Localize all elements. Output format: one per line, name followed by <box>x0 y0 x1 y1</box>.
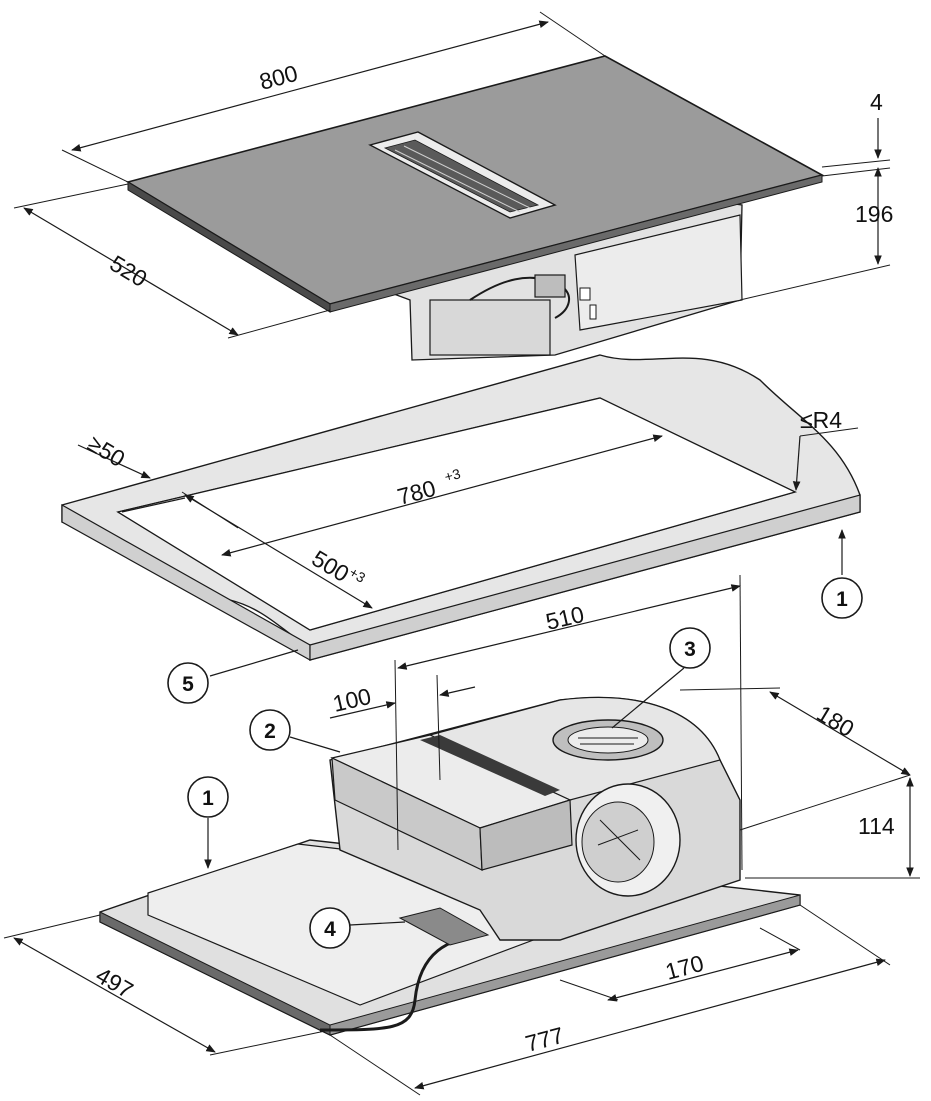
dim-800: 800 <box>257 60 301 95</box>
dim-170: 170 <box>663 950 707 985</box>
svg-text:4: 4 <box>324 918 336 941</box>
dim-line-777 <box>414 958 886 1090</box>
dim-100: 100 <box>330 683 373 717</box>
callout-5 <box>167 662 209 704</box>
dim-line-800 <box>71 20 549 152</box>
dim-780-tol: +3 <box>443 465 463 485</box>
hob-unit <box>125 55 825 361</box>
callout-1-top <box>821 577 863 619</box>
dim-777: 777 <box>523 1022 567 1057</box>
hob-connector <box>534 274 566 298</box>
svg-text:3: 3 <box>684 638 696 661</box>
dim-114: 114 <box>858 813 895 839</box>
svg-text:5: 5 <box>182 673 194 696</box>
fan-assembly <box>99 696 801 1036</box>
cable-strip <box>398 907 490 946</box>
callout-1-bottom <box>187 776 229 818</box>
dim-4: 4 <box>870 89 883 115</box>
svg-text:2: 2 <box>264 720 276 743</box>
callout-4 <box>309 907 351 949</box>
callout-3 <box>669 627 711 669</box>
dim-196: 196 <box>855 201 893 227</box>
dim-line-500 <box>184 494 373 609</box>
callout-2 <box>249 709 291 751</box>
callouts: 1 5 3 2 1 4 <box>167 529 863 949</box>
dim-497: 497 <box>92 962 138 1004</box>
dim-510: 510 <box>543 601 586 635</box>
dim-180: 180 <box>812 700 858 742</box>
dim-520: 520 <box>105 250 151 292</box>
svg-text:1: 1 <box>836 588 848 611</box>
dim-line-180 <box>769 691 911 776</box>
svg-text:1: 1 <box>202 787 214 810</box>
dim-line-497 <box>13 937 216 1053</box>
dim-corner-radius: ≤R4 <box>800 407 842 433</box>
dim-line-520 <box>23 207 239 336</box>
dim-500-tol: +3 <box>346 564 368 586</box>
dim-line-510 <box>397 584 741 670</box>
hob-box-front <box>429 299 551 356</box>
